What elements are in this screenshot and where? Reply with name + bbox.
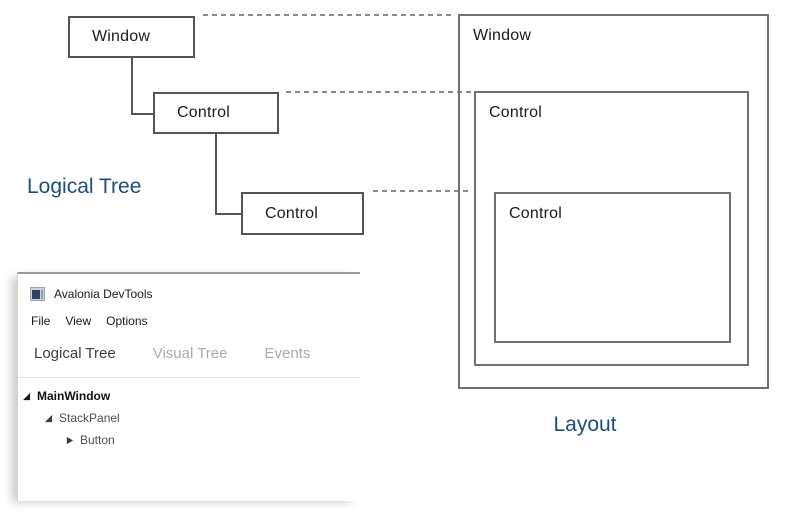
tree-node-label: Control [265, 204, 318, 222]
dashed-link-control-1 [286, 91, 471, 93]
tree-node-label: Window [92, 28, 151, 45]
tree-item-label: StackPanel [59, 411, 120, 425]
tree-connector [215, 134, 241, 215]
dashed-link-control-2 [373, 190, 471, 192]
devtools-window: Avalonia DevTools File View Options Logi… [17, 272, 360, 501]
tabs-divider [18, 377, 360, 378]
window-title: Avalonia DevTools [54, 287, 153, 301]
devtools-tabs: Logical Tree Visual Tree Events [18, 328, 360, 362]
tree-item-stackpanel[interactable]: StackPanel [18, 407, 360, 429]
devtools-titlebar[interactable]: Avalonia DevTools [18, 274, 360, 301]
menu-view[interactable]: View [65, 314, 92, 328]
tree-item-mainwindow[interactable]: MainWindow [18, 385, 360, 407]
layout-box-control-2: Control [494, 192, 731, 343]
tab-visual-tree[interactable]: Visual Tree [152, 345, 228, 362]
dashed-link-window [203, 14, 455, 16]
tab-logical-tree[interactable]: Logical Tree [34, 345, 116, 362]
tree-node-window: Window [68, 16, 195, 58]
menu-file[interactable]: File [31, 314, 51, 328]
expanded-arrow-icon[interactable] [22, 392, 31, 401]
expanded-arrow-icon[interactable] [44, 414, 53, 423]
tree-item-label: Button [80, 433, 115, 447]
layout-box-control-1: Control [474, 91, 749, 366]
app-window-icon [30, 287, 45, 301]
tree-item-label: MainWindow [37, 389, 111, 403]
devtools-menubar: File View Options [18, 301, 360, 328]
layout-label: Layout [553, 413, 617, 436]
tab-events[interactable]: Events [264, 345, 311, 362]
tree-node-control-1: Control [153, 92, 279, 134]
menu-options[interactable]: Options [106, 314, 148, 328]
tree-node-label: Control [177, 104, 230, 121]
tree-item-button[interactable]: Button [18, 429, 360, 451]
logical-tree-label: Logical Tree [27, 175, 142, 198]
tree-node-control-2: Control [241, 192, 364, 235]
layout-box-window: Window [458, 14, 769, 389]
layout-box-label: Control [509, 205, 562, 222]
collapsed-arrow-icon[interactable] [65, 436, 74, 445]
layout-box-label: Control [489, 104, 542, 121]
tree-connector [131, 58, 153, 115]
logical-tree-view: MainWindow StackPanel Button [18, 378, 360, 451]
layout-box-label: Window [473, 27, 532, 44]
